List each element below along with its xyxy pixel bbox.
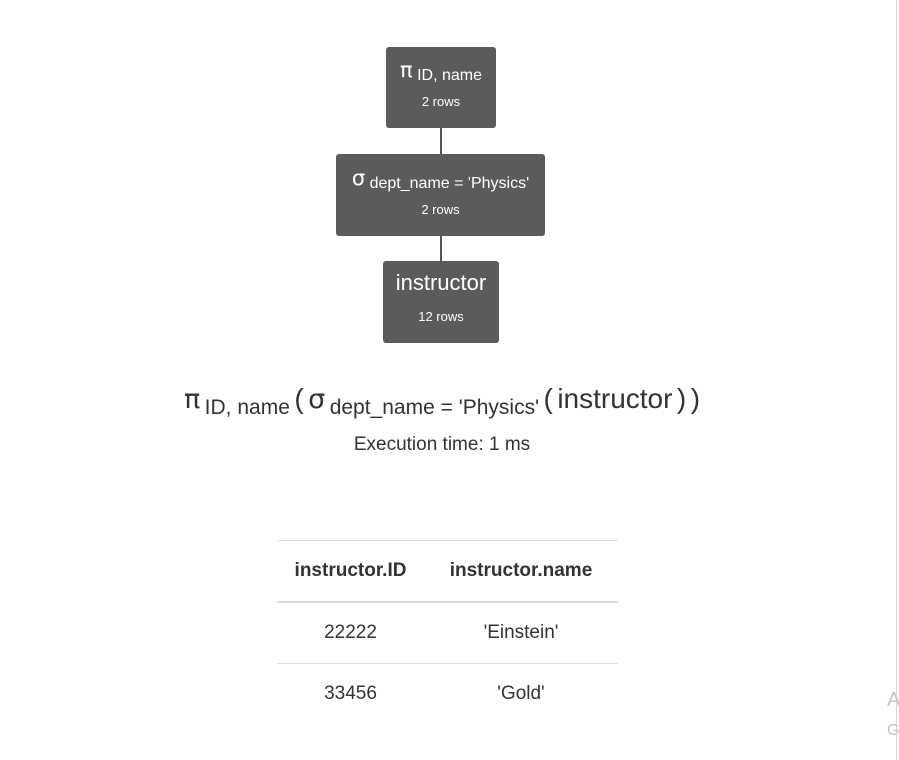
relational-algebra-expression: π ID, name ( σ dept_name = 'Physics' ( i… (0, 383, 884, 419)
projection-node[interactable]: π ID, name 2 rows (386, 47, 496, 128)
relation-row-count: 12 rows (418, 309, 464, 324)
relation-name: instructor (395, 270, 487, 295)
panel-divider (896, 0, 897, 760)
sigma-symbol: σ (351, 166, 366, 190)
selection-condition: dept_name = 'Physics' (369, 175, 530, 192)
formula-open-paren: ( (294, 383, 304, 414)
relation-node[interactable]: instructor 12 rows (383, 261, 499, 343)
formula-sigma: σ (308, 384, 326, 415)
pi-symbol: π (399, 58, 413, 82)
table-row: 22222 'Einstein' (277, 602, 618, 664)
formula-pi: π (183, 384, 201, 415)
cell-name: 'Gold' (424, 663, 618, 724)
formula-relation: instructor (557, 383, 673, 414)
column-header-id[interactable]: instructor.ID (277, 540, 424, 603)
result-table: instructor.ID instructor.name 22222 'Ein… (277, 540, 618, 724)
execution-time: Execution time: 1 ms (353, 434, 531, 455)
clipped-edge-letter-g: G (887, 722, 899, 739)
projection-attributes: ID, name (417, 67, 483, 84)
projection-row-count: 2 rows (421, 94, 461, 109)
selection-node[interactable]: σ dept_name = 'Physics' 2 rows (336, 154, 545, 236)
clipped-edge-letter-a: A (887, 689, 899, 711)
tree-connector-top (440, 128, 442, 155)
formula-pi-attributes: ID, name (204, 396, 290, 419)
formula-close-paren: ) (690, 383, 701, 414)
column-header-name[interactable]: instructor.name (424, 540, 618, 603)
table-row: 33456 'Gold' (277, 663, 618, 724)
table-header-row: instructor.ID instructor.name (277, 540, 618, 603)
formula-sigma-condition: dept_name = 'Physics' (329, 396, 540, 419)
cell-id: 33456 (277, 663, 424, 724)
formula-open-paren-inner: ( (543, 383, 553, 414)
selection-row-count: 2 rows (421, 202, 460, 217)
cell-name: 'Einstein' (483, 622, 559, 643)
formula-close-paren-inner: ) (676, 383, 687, 414)
tree-connector-bottom (440, 235, 442, 262)
cell-id: 22222 (324, 622, 377, 643)
